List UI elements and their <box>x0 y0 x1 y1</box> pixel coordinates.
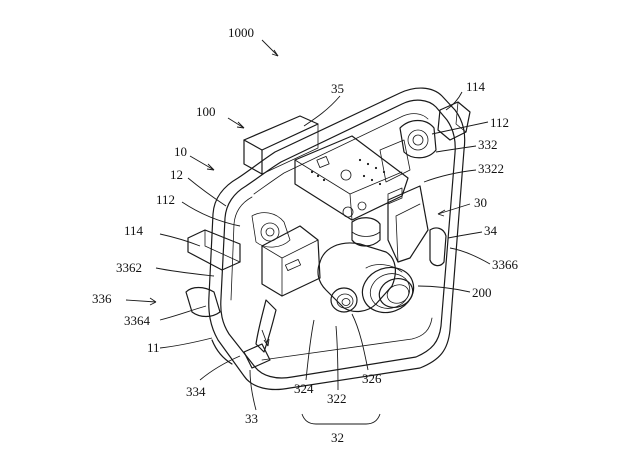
label-32: 32 <box>331 430 344 445</box>
label-326: 326 <box>362 371 382 386</box>
label-336: 336 <box>92 291 112 306</box>
label-3366: 3366 <box>492 257 519 272</box>
label-322: 322 <box>327 391 347 406</box>
label-332: 332 <box>478 137 498 152</box>
label-112-top: 112 <box>490 115 509 130</box>
label-3362: 3362 <box>116 260 142 275</box>
label-112-left: 112 <box>156 192 175 207</box>
label-3322: 3322 <box>478 161 504 176</box>
camera-lens <box>317 242 415 314</box>
label-324: 324 <box>294 381 314 396</box>
leader-lines <box>125 39 491 425</box>
label-3364: 3364 <box>124 313 151 328</box>
label-12: 12 <box>170 167 183 182</box>
reference-labels: 1000 35 114 100 112 332 10 3322 12 30 11… <box>92 25 519 445</box>
label-100: 100 <box>196 104 216 119</box>
lower-stand <box>211 339 271 369</box>
label-1000: 1000 <box>228 25 254 40</box>
gimbal-arms <box>255 185 429 353</box>
label-11: 11 <box>147 340 160 355</box>
label-114-left: 114 <box>124 223 144 238</box>
outer-frame <box>208 87 466 391</box>
label-334: 334 <box>186 384 206 399</box>
label-114-top: 114 <box>466 79 486 94</box>
label-35: 35 <box>331 81 344 96</box>
left-mount <box>185 212 291 318</box>
label-34: 34 <box>484 223 498 238</box>
label-200: 200 <box>472 285 492 300</box>
label-33: 33 <box>245 411 258 426</box>
label-30: 30 <box>474 195 487 210</box>
top-box <box>243 115 409 221</box>
label-10: 10 <box>174 144 187 159</box>
